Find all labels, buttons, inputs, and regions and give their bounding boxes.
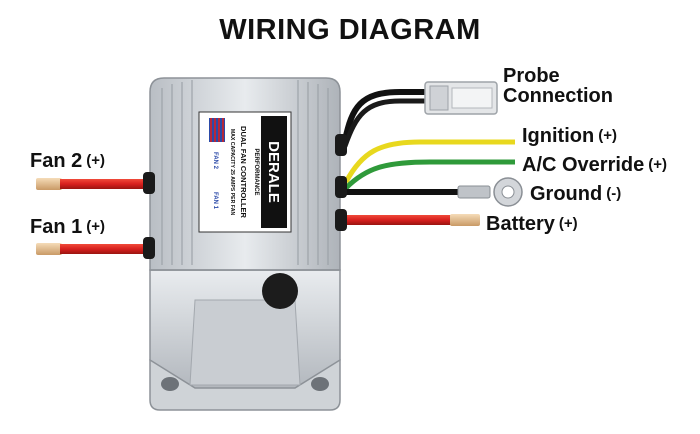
battery-text: Battery	[486, 213, 555, 235]
ground-ring-terminal	[457, 177, 523, 207]
battery-wire-tip	[450, 214, 480, 226]
probe-label-line2: Connection	[503, 85, 613, 107]
fan1-wire	[60, 244, 150, 254]
fan2-text: Fan 2	[30, 150, 83, 172]
ignition-wire	[343, 139, 515, 184]
ground-label: Ground(-)	[530, 184, 621, 204]
fan2-polarity: (+)	[86, 152, 105, 169]
ac-override-polarity: (+)	[648, 156, 668, 173]
probe-wire-black	[342, 89, 431, 143]
fan2-label: Fan 2(+)	[30, 151, 105, 171]
plate-product: DUAL FAN CONTROLLER	[239, 126, 248, 219]
probe-label: Probe Connection	[503, 66, 613, 106]
probe-connector	[424, 81, 498, 115]
plate-brand: DERALE	[265, 141, 282, 203]
plate-fan2-tag: FAN 2	[212, 152, 218, 170]
battery-label: Battery(+)	[486, 214, 578, 234]
ac-override-text: A/C Override	[522, 154, 645, 176]
plate-fan1-tag: FAN 1	[212, 192, 218, 210]
ignition-label: Ignition(+)	[522, 126, 617, 146]
plate-capacity: MAX CAPACITY 25 AMPS PER FAN	[229, 129, 235, 216]
ground-text: Ground	[530, 183, 603, 205]
ignition-text: Ignition	[522, 125, 595, 147]
ignition-polarity: (+)	[598, 127, 617, 144]
diagram-title: WIRING DIAGRAM	[219, 14, 481, 46]
fan1-label: Fan 1(+)	[30, 217, 105, 237]
probe-wire-black-2	[342, 98, 431, 149]
battery-polarity: (+)	[558, 215, 578, 232]
fan2-wire	[60, 179, 150, 189]
fan1-wire-tip	[36, 243, 62, 255]
probe-label-line1: Probe	[503, 65, 560, 87]
label-plate: DERALE PERFORMANCE DUAL FAN CONTROLLER M…	[198, 111, 292, 233]
fan1-polarity: (+)	[86, 218, 105, 235]
battery-wire	[344, 215, 452, 225]
plate-brand-sub: PERFORMANCE	[253, 148, 259, 195]
fan1-text: Fan 1	[30, 216, 83, 238]
ac-override-wire	[344, 159, 515, 190]
fan2-wire-tip	[36, 178, 62, 190]
ac-override-label: A/C Override(+)	[522, 155, 667, 175]
ground-polarity: (-)	[606, 185, 622, 202]
